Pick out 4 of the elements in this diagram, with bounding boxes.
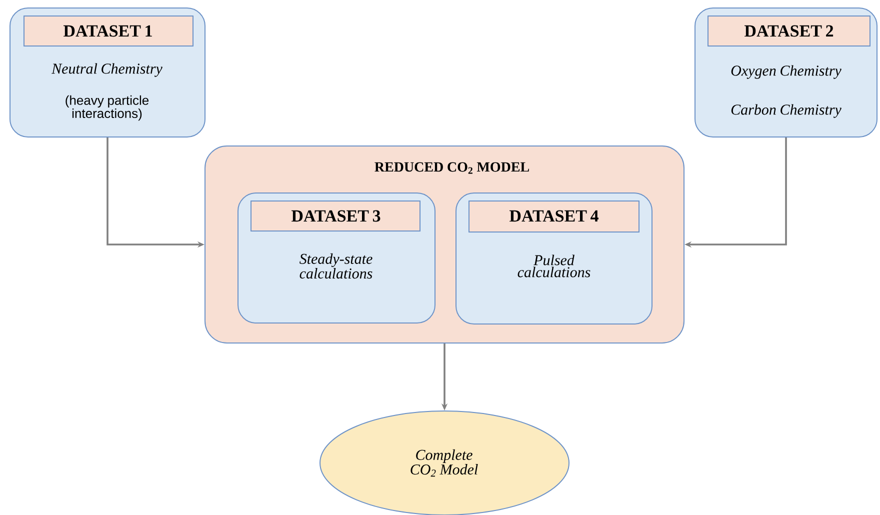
header-box: DATASET 1 — [24, 16, 194, 46]
header-box: DATASET 4 — [468, 200, 640, 232]
header-box: DATASET 2 — [708, 16, 870, 46]
header-box: DATASET 3 — [250, 200, 420, 232]
